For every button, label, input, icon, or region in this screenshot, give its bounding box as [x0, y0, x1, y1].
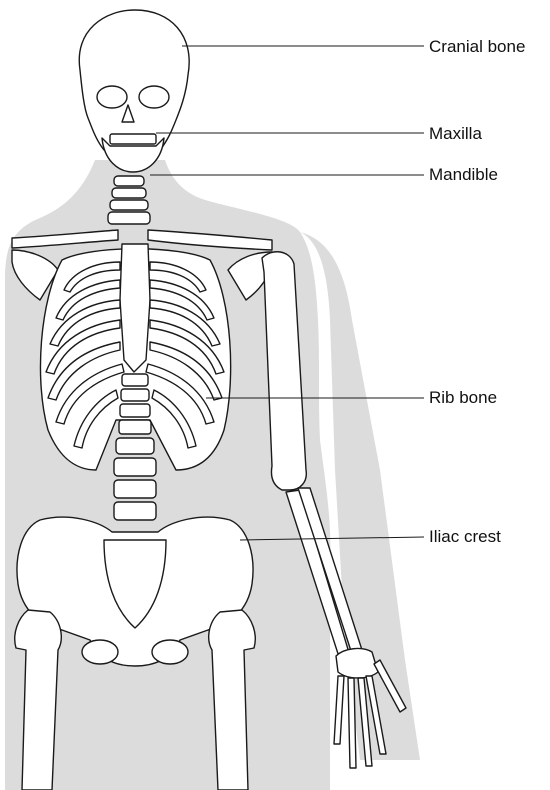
sternum [120, 244, 150, 372]
cervical-vertebra [108, 212, 150, 224]
eye-socket-right [139, 86, 169, 108]
cervical-vertebra [110, 200, 148, 210]
label-mandible: Mandible [429, 166, 498, 183]
vertebra [121, 389, 149, 401]
carpals [336, 649, 378, 678]
label-rib-bone: Rib bone [429, 389, 497, 406]
label-maxilla: Maxilla [429, 125, 482, 142]
finger [348, 678, 356, 768]
finger [334, 676, 344, 744]
label-cranial-bone: Cranial bone [429, 38, 525, 55]
vertebra [120, 404, 150, 417]
cranium [79, 10, 189, 150]
eye-socket-left [97, 86, 127, 108]
vertebra [114, 480, 156, 498]
vertebra [122, 374, 148, 386]
cervical-vertebra [114, 176, 144, 186]
upper-teeth [110, 134, 156, 144]
vertebra [116, 438, 154, 454]
vertebra [114, 502, 156, 520]
obturator-foramen-right [152, 640, 188, 664]
obturator-foramen-left [82, 640, 118, 664]
label-iliac-crest: Iliac crest [429, 528, 501, 545]
vertebra [114, 458, 156, 476]
vertebra [119, 420, 151, 434]
cervical-vertebra [112, 188, 146, 198]
